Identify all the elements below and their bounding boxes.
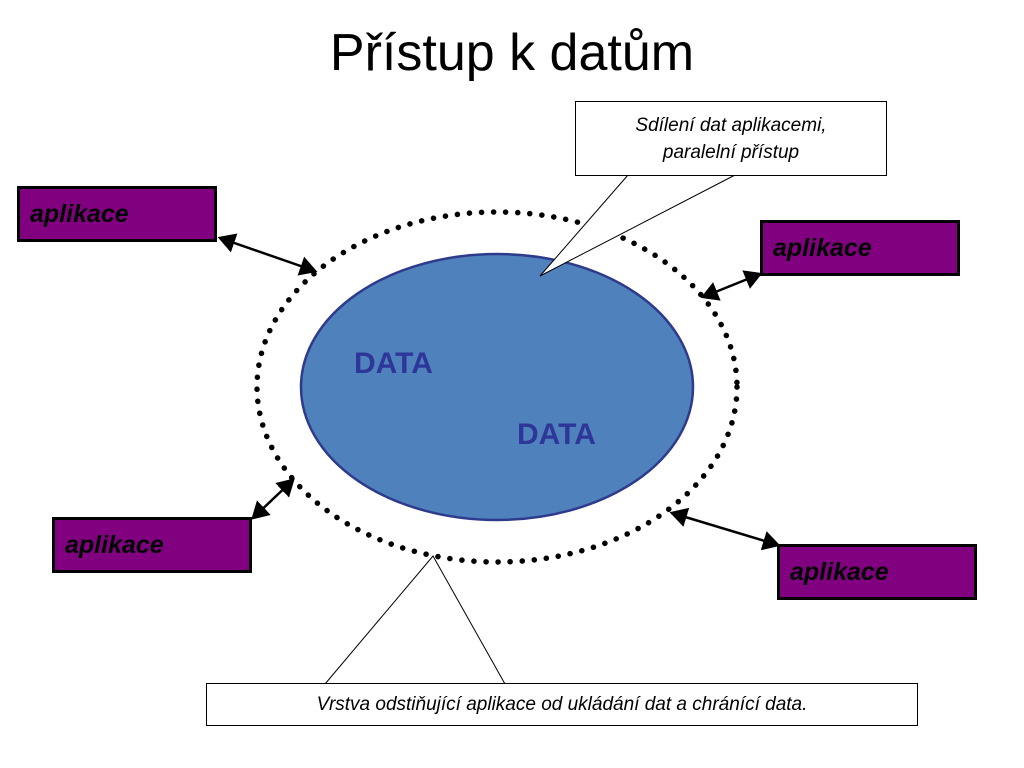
callout-protective-layer: Vrstva odstiňující aplikace od ukládání … [206,683,918,726]
arrow-bottom-left [251,478,295,520]
application-box-top-right: aplikace [760,220,960,276]
application-box-top-left: aplikace [17,186,217,242]
data-label: DATA [354,347,433,380]
protective-layer-ring [254,209,740,565]
callout-top-line-2: paralelní přístup [662,142,800,163]
arrow-top-right [700,270,763,301]
data-label: DATA [517,418,596,451]
callout-top-line-1: Sdílení dat aplikacemi, [635,115,827,136]
application-box-bottom-right: aplikace [777,544,977,600]
callout-bottom-pointer [323,555,506,685]
application-box-bottom-left: aplikace [52,517,252,573]
data-store-ellipse [299,252,695,522]
arrow-top-left [217,233,318,276]
callout-shared-access: Sdílení dat aplikacemi, paralelní přístu… [575,101,887,176]
page-title: Přístup k datům [329,24,695,82]
callout-top-pointer [539,174,736,277]
arrow-bottom-right [669,507,781,551]
